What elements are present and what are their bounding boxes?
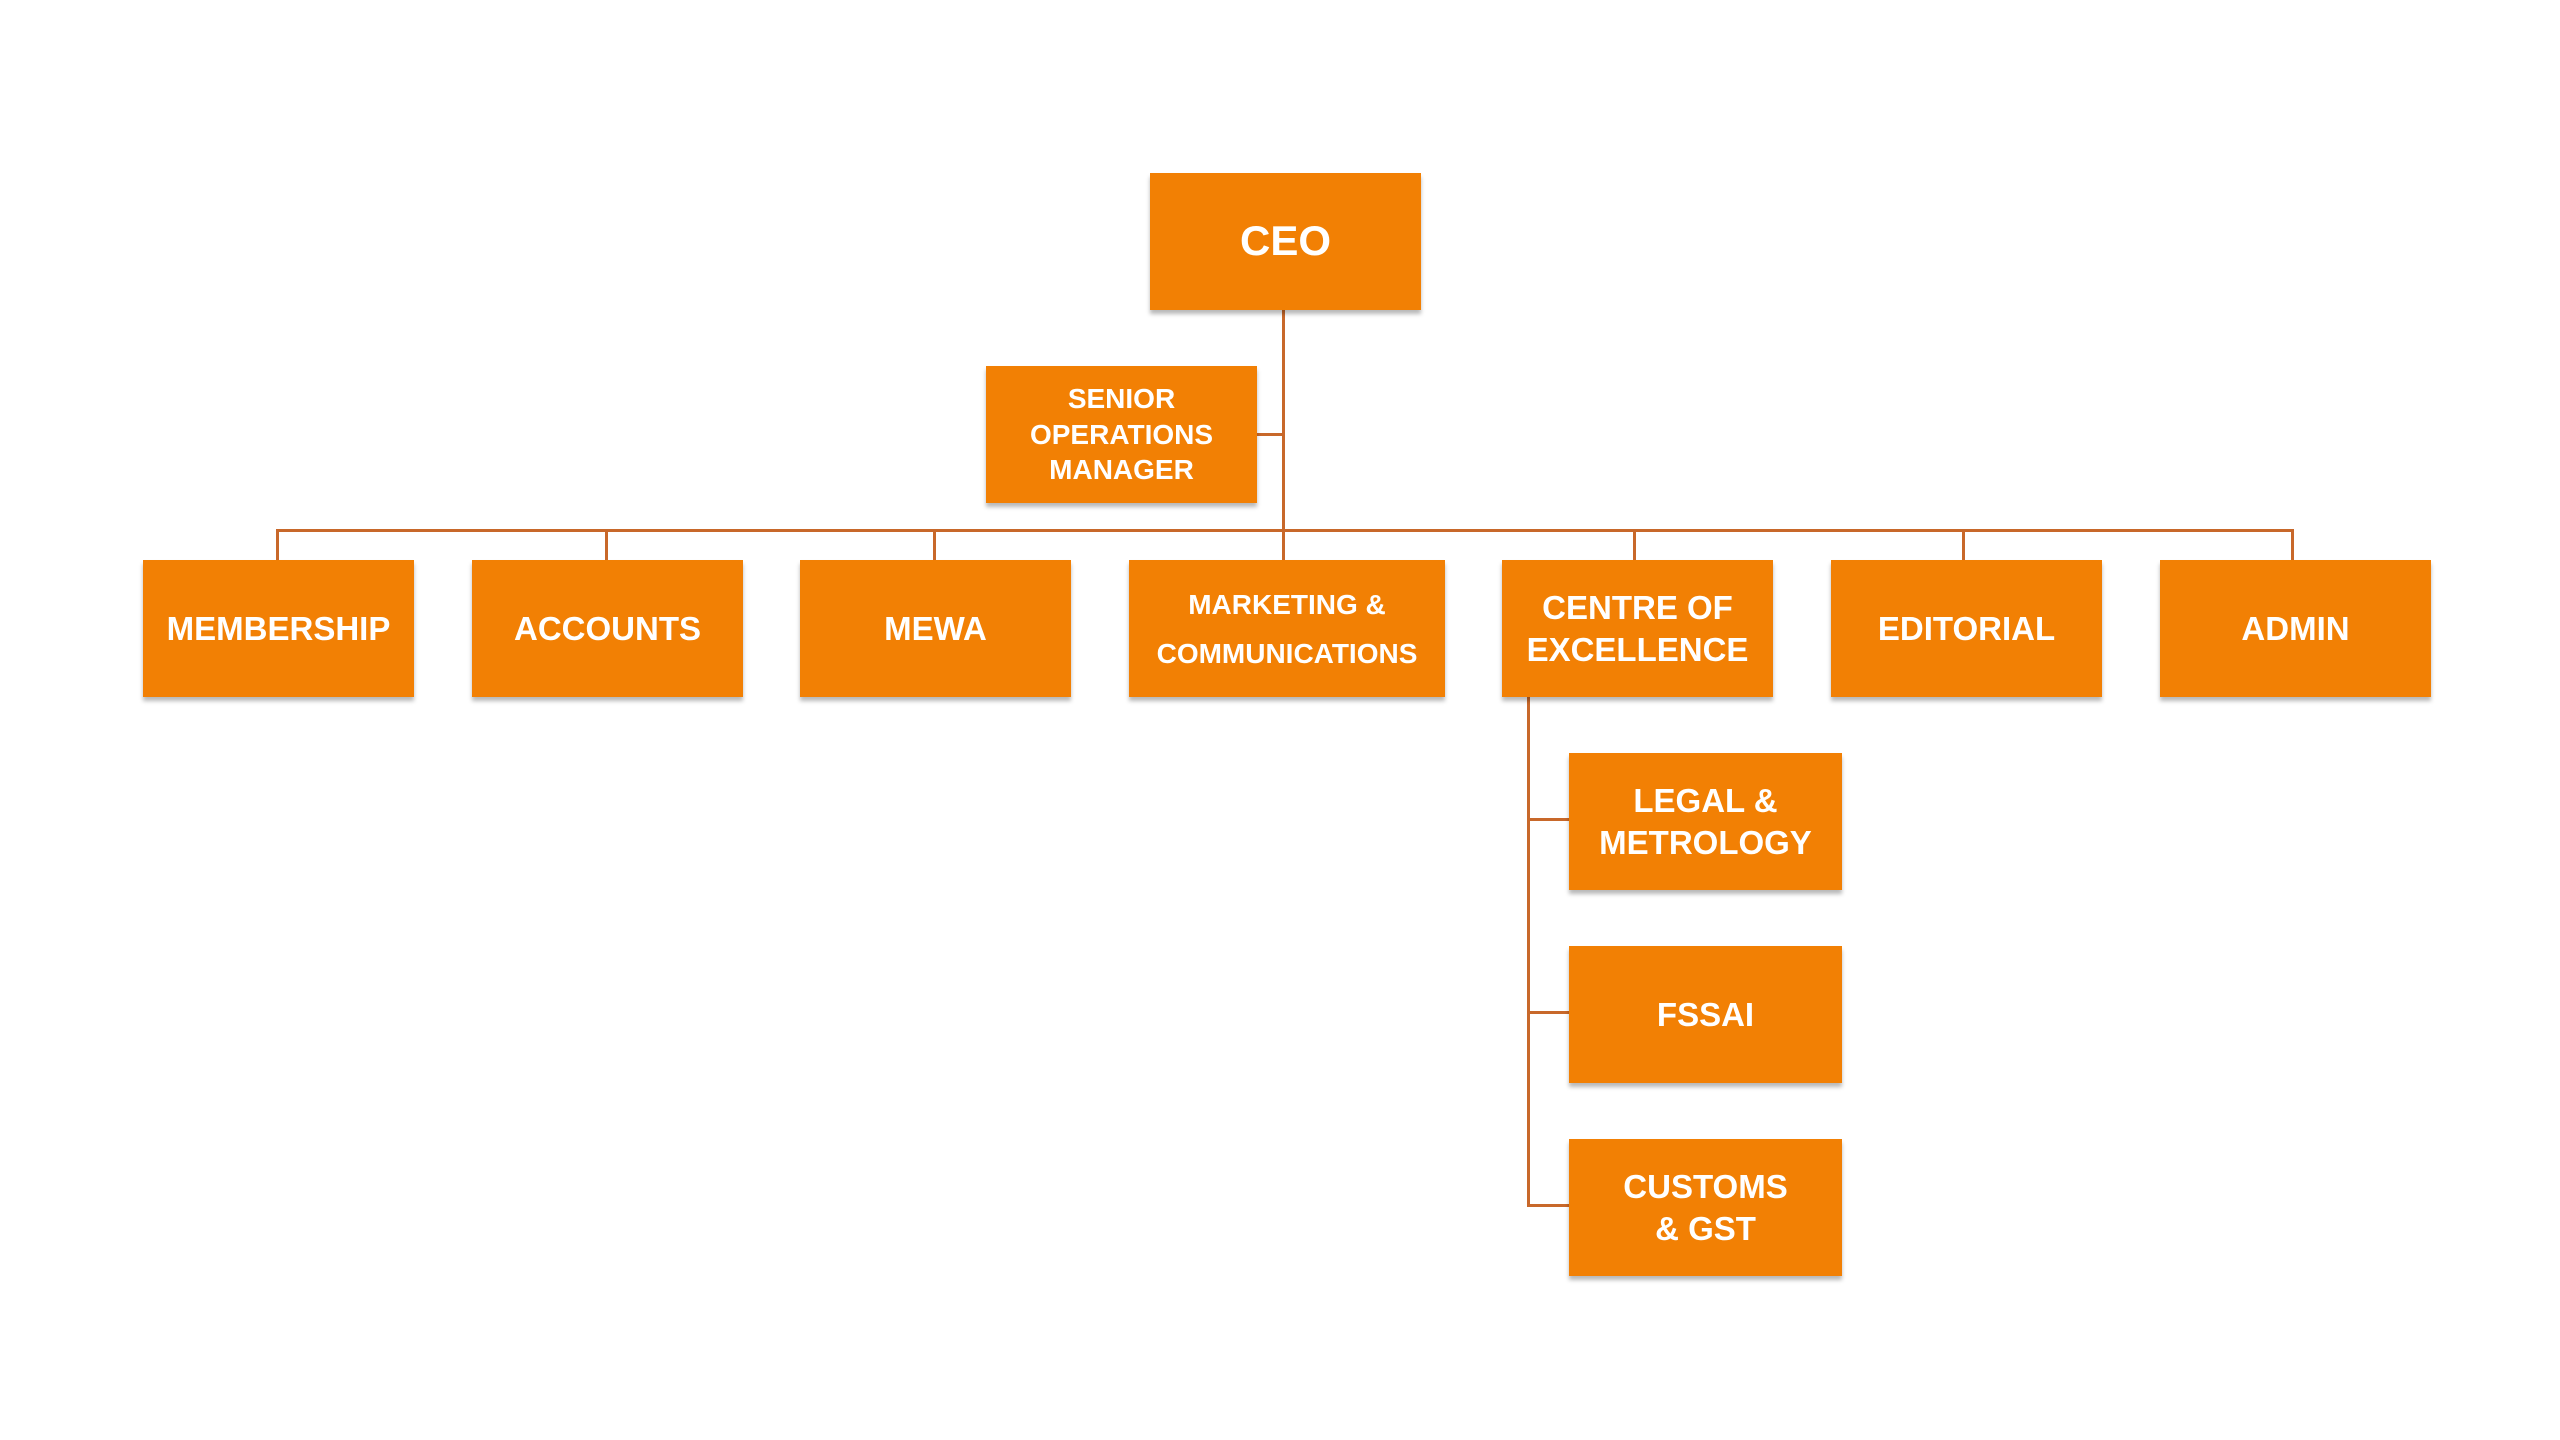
legal-metrology-box: LEGAL & METROLOGY xyxy=(1569,753,1842,890)
connector-drop-admin xyxy=(2291,529,2294,560)
connector-drop-mewa xyxy=(933,529,936,560)
marketing-communications-box: MARKETING & COMMUNICATIONS xyxy=(1129,560,1445,697)
connector-ceo-trunk xyxy=(1282,310,1285,532)
fssai-box: FSSAI xyxy=(1569,946,1842,1083)
connector-drop-coe xyxy=(1633,529,1636,560)
centre-of-excellence-box: CENTRE OF EXCELLENCE xyxy=(1502,560,1773,697)
connector-department-bus xyxy=(276,529,2294,532)
editorial-box: EDITORIAL xyxy=(1831,560,2102,697)
connector-drop-membership xyxy=(276,529,279,560)
connector-assistant xyxy=(1255,433,1285,436)
connector-coe-trunk xyxy=(1527,696,1530,1207)
admin-box: ADMIN xyxy=(2160,560,2431,697)
senior-operations-manager-box: SENIOR OPERATIONS MANAGER xyxy=(986,366,1257,503)
connector-drop-accounts xyxy=(605,529,608,560)
membership-box: MEMBERSHIP xyxy=(143,560,414,697)
customs-gst-box: CUSTOMS & GST xyxy=(1569,1139,1842,1276)
connector-drop-editorial xyxy=(1962,529,1965,560)
ceo-box: CEO xyxy=(1150,173,1421,310)
connector-coe-customs xyxy=(1527,1204,1569,1207)
connector-drop-marketing xyxy=(1282,529,1285,560)
connector-coe-fssai xyxy=(1527,1011,1569,1014)
connector-coe-legal xyxy=(1527,818,1569,821)
accounts-box: ACCOUNTS xyxy=(472,560,743,697)
mewa-box: MEWA xyxy=(800,560,1071,697)
